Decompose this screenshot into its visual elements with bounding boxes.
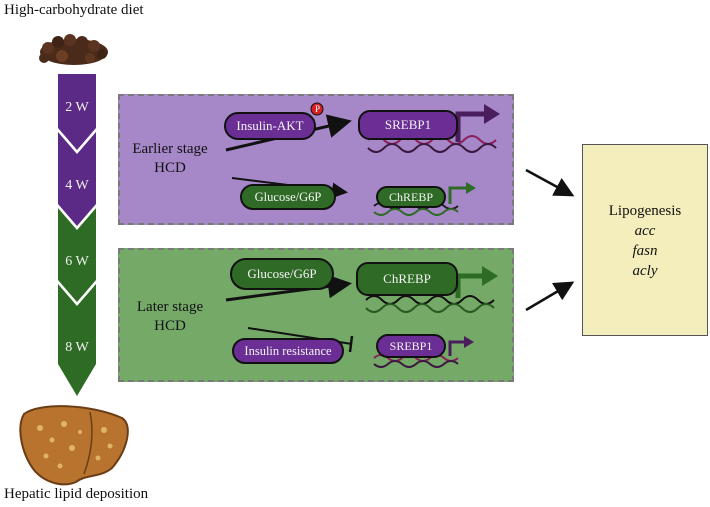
chevron-2w	[58, 74, 96, 150]
liver-icon	[19, 405, 129, 486]
late-stage-line2: HCD	[154, 318, 186, 334]
tss-arrow-chrebp-early	[448, 186, 468, 204]
early-stage-line2: HCD	[154, 160, 186, 176]
glucose-g6p-pill-early: Glucose/G6P	[240, 184, 336, 210]
week-label-6: 6 W	[65, 254, 89, 269]
week-label-4: 4 W	[65, 178, 89, 193]
early-stage-line1: Earlier stage	[132, 141, 208, 157]
chevron-4w	[58, 132, 96, 226]
chevron-6w	[58, 208, 96, 302]
insulin-akt-pill: Insulin-AKT	[224, 112, 316, 140]
srebp1-gene-early: SREBP1	[358, 110, 458, 140]
tss-arrow-srebp1-early	[455, 111, 486, 142]
dna-helix-srebp1-early	[367, 135, 497, 153]
lipogenesis-box: Lipogenesis acc fasn acly	[582, 144, 708, 336]
arrow-early-to-lipogenesis	[525, 168, 575, 197]
late-stage-label: Later stage HCD	[124, 298, 216, 336]
outcome-title: Hepatic lipid deposition	[4, 486, 149, 502]
dna-helix-srebp1-late	[373, 354, 459, 368]
diet-title: High-carbohydrate diet	[4, 2, 144, 18]
srebp1-gene-late: SREBP1	[376, 334, 446, 358]
dna-helix-chrebp-late	[365, 295, 495, 313]
phospho-label: P	[314, 104, 320, 114]
late-stage-line1: Later stage	[136, 299, 204, 315]
phospho-icon	[310, 102, 324, 116]
gene-fasn: fasn	[632, 243, 658, 259]
lipogenesis-title: Lipogenesis	[608, 203, 682, 219]
chrebp-gene-early: ChREBP	[376, 186, 446, 208]
food-pellets-icon	[39, 34, 108, 65]
tss-arrow-srebp1-late	[448, 340, 466, 356]
glucose-g6p-pill-late: Glucose/G6P	[230, 258, 334, 290]
gene-acc: acc	[634, 223, 656, 239]
week-label-2: 2 W	[65, 100, 89, 115]
gene-acly: acly	[632, 263, 658, 279]
week-label-8: 8 W	[65, 340, 89, 355]
timeline-chevrons	[58, 74, 96, 396]
chrebp-gene-late: ChREBP	[356, 262, 458, 296]
tss-arrow-chrebp-late	[455, 273, 484, 298]
inhibit-bar	[348, 335, 354, 353]
early-stage-label: Earlier stage HCD	[124, 140, 216, 178]
arrow-late-to-lipogenesis	[525, 281, 575, 312]
chevron-8w	[58, 284, 96, 396]
insulin-resistance-pill: Insulin resistance	[232, 338, 344, 364]
